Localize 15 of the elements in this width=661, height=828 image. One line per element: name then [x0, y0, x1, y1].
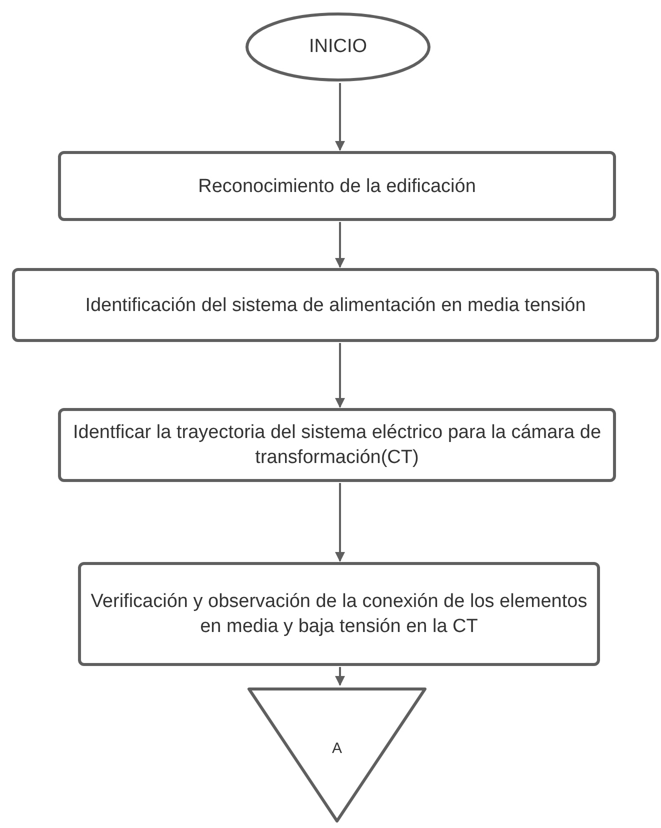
arrow [335, 343, 345, 408]
process-box [58, 408, 616, 482]
step-text: Verificación y observación de la conexión de los elementos en media y baja tensión en la CT [90, 590, 588, 639]
arrow [335, 483, 345, 562]
arrow [335, 222, 345, 268]
arrow [335, 83, 345, 151]
start-text: INICIO [308, 34, 368, 59]
process-box [58, 151, 616, 221]
arrow [335, 667, 345, 686]
process-box [12, 268, 659, 342]
step-text: Identficar la trayectoria del sistema eléctrico para la cámara de transformación(CT) [72, 421, 602, 470]
process-box [78, 562, 600, 666]
connector-label: A [332, 739, 342, 759]
step-text: Reconocimiento de la edificación [198, 174, 476, 198]
step-text: Identificación del sistema de alimentación en media tensión [85, 294, 586, 318]
